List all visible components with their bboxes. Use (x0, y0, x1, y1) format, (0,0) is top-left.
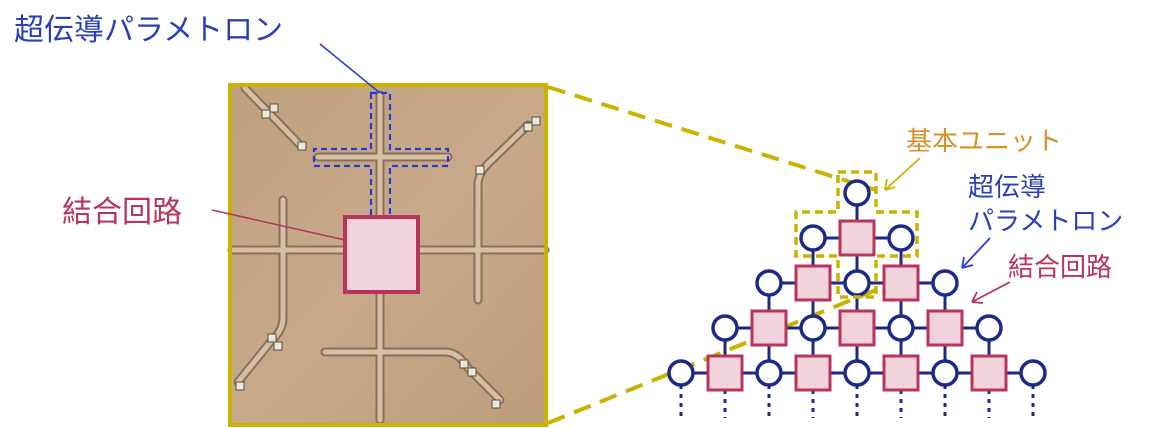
coupler-square (926, 309, 964, 347)
lattice (667, 179, 1047, 418)
coupler-label-right: 結合回路 (1008, 253, 1112, 283)
parametron-node (843, 269, 871, 297)
parametron-node (931, 269, 959, 297)
coupler-square (838, 309, 876, 347)
coupler-square (970, 354, 1008, 392)
coupler-callout-line (211, 209, 346, 241)
coupler-square (706, 354, 744, 392)
coupler-square (882, 264, 920, 302)
parametron-label-right-line2: パラメトロン (968, 207, 1123, 237)
parametron-label-top: 超伝導パラメトロン (14, 13, 283, 48)
coupler-label-left: 結合回路 (62, 195, 182, 230)
unit-cell-outline (794, 170, 919, 299)
parametron-node (975, 314, 1003, 342)
micrograph-panel (227, 83, 550, 427)
unit-callout-arrow (884, 157, 921, 191)
coupler-square (750, 309, 788, 347)
parametron-node (799, 224, 827, 252)
parametron-right-arrowhead (961, 256, 974, 269)
parametron-node (843, 359, 871, 387)
unit-arrowhead (884, 178, 896, 191)
micrograph-junction-pads (235, 103, 541, 409)
unit-label: 基本ユニット (906, 127, 1062, 157)
micrograph-frame (228, 83, 548, 427)
coupler-square (794, 354, 832, 392)
parametron-node (755, 269, 783, 297)
coupler-right-callout-arrow (971, 281, 1011, 303)
parametron-highlight-outline (312, 91, 450, 219)
coupler-right-arrowhead (971, 291, 984, 304)
parametron-node (711, 314, 739, 342)
photo-coupler-box (343, 215, 420, 294)
parametron-node (887, 314, 915, 342)
lattice-continuation-dashes (679, 385, 1035, 418)
coupler-square (838, 219, 876, 257)
parametron-node (755, 359, 783, 387)
parametron-right-callout-arrow (961, 237, 991, 269)
coupler-square (882, 354, 920, 392)
lattice-couplers (706, 219, 1008, 392)
parametron-node (887, 224, 915, 252)
parametron-label-right-line1: 超伝導 (968, 173, 1046, 203)
coupler-square (794, 264, 832, 302)
lattice-nodes (667, 179, 1047, 387)
parametron-node (799, 314, 827, 342)
parametron-callout-line (319, 43, 381, 94)
parametron-node (931, 359, 959, 387)
parametron-node (667, 359, 695, 387)
parametron-node (1019, 359, 1047, 387)
parametron-node (843, 179, 871, 207)
